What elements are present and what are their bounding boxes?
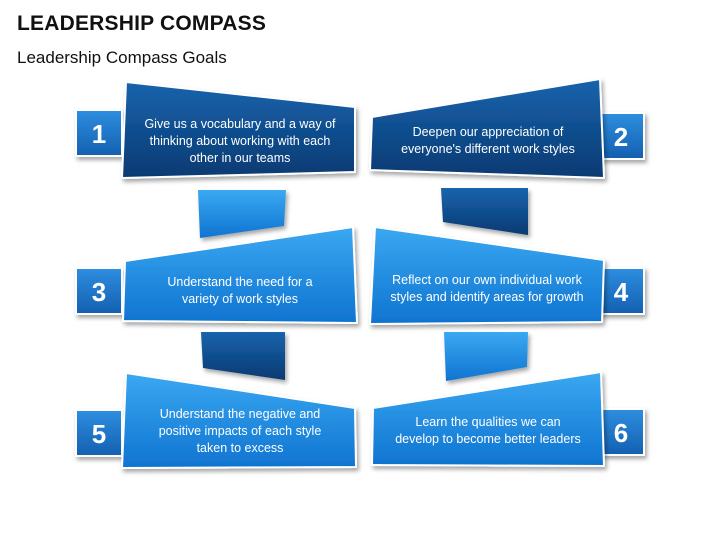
badge-6: 6 [597, 408, 645, 456]
badge-3: 3 [75, 267, 123, 315]
goal-text-1: Give us a vocabulary and a way of thinki… [144, 116, 336, 165]
goal-card-4 [369, 226, 605, 325]
connector-2-4 [441, 188, 528, 235]
badge-5: 5 [75, 409, 123, 457]
page-title: LEADERSHIP COMPASS [17, 12, 267, 35]
badge-2: 2 [597, 112, 645, 160]
goal-text-4: Reflect on our own individual work style… [390, 273, 584, 304]
goal-card-1 [121, 81, 356, 179]
badge-number-5: 5 [92, 419, 106, 449]
goal-text-6: Learn the qualities we can develop to be… [395, 415, 581, 446]
connector-1-3 [198, 190, 286, 238]
goal-text-5: Understand the negative and positive imp… [158, 406, 322, 455]
badge-number-6: 6 [614, 418, 628, 448]
page-subtitle: Leadership Compass Goals [17, 48, 227, 67]
goal-card-3 [122, 226, 358, 324]
goal-text-2: Deepen our appreciation of everyone's di… [401, 125, 575, 156]
connector-4-6 [444, 332, 528, 381]
connector-3-5 [201, 332, 285, 380]
badge-4: 4 [597, 267, 645, 315]
goal-card-6 [371, 371, 605, 467]
badge-number-3: 3 [92, 277, 106, 307]
goal-card-2 [369, 78, 605, 179]
badge-number-4: 4 [614, 277, 629, 307]
badge-number-2: 2 [614, 122, 628, 152]
badge-number-1: 1 [92, 119, 106, 149]
goal-text-3: Understand the need for a variety of wor… [167, 275, 313, 306]
badge-1: 1 [75, 109, 123, 157]
goal-card-5 [121, 372, 357, 469]
